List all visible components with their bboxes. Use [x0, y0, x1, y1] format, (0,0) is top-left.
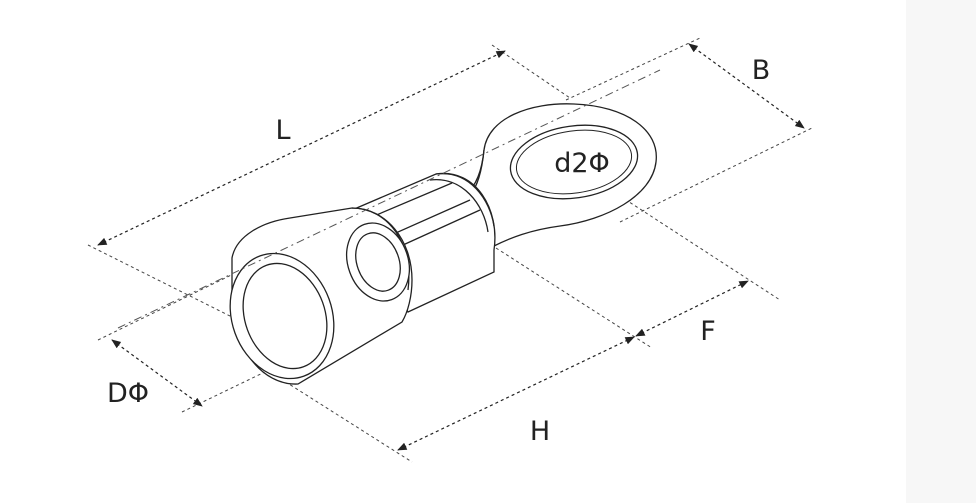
ring-hole-inner — [515, 129, 633, 195]
dimension-l: L — [87, 44, 571, 331]
dimension-line-h — [397, 336, 635, 451]
ring-terminal — [117, 69, 661, 385]
dimension-line-f — [635, 280, 749, 337]
extension-line — [565, 37, 701, 101]
label-h: H — [530, 416, 550, 447]
sleeve-seam-line — [391, 209, 481, 251]
dimension-line-b — [688, 43, 805, 129]
label-b: B — [752, 55, 771, 86]
label-l: L — [275, 115, 290, 146]
extension-line — [269, 371, 413, 463]
barrel-sleeve-edge-inner — [429, 179, 489, 233]
center-axis — [117, 69, 661, 329]
barrel-sleeve-edge — [435, 173, 495, 227]
dimension-h: H — [269, 336, 635, 463]
label-f: F — [700, 316, 716, 347]
extension-line — [619, 195, 781, 301]
label-d2: d2Φ — [554, 148, 610, 179]
label-d: DΦ — [107, 378, 149, 409]
extension-line — [491, 44, 571, 99]
extension-line — [495, 247, 653, 349]
dimension-b: B — [565, 37, 813, 223]
extension-line — [87, 244, 259, 331]
dimension-f: F — [495, 195, 781, 349]
dimension-line-d — [111, 339, 203, 407]
collar-face-inner — [242, 262, 328, 370]
inspection-hole-inner — [355, 232, 401, 292]
margin-band — [906, 0, 976, 503]
